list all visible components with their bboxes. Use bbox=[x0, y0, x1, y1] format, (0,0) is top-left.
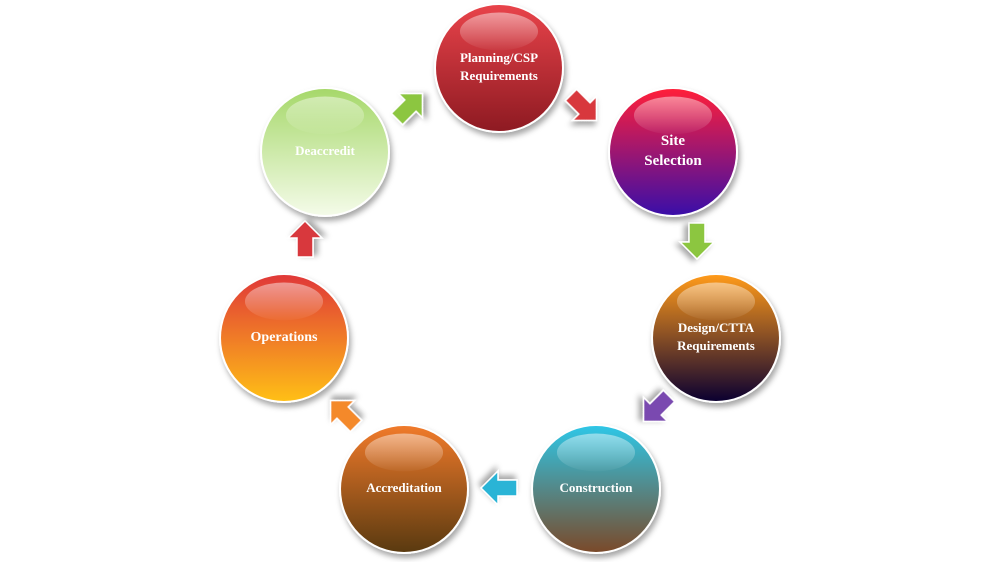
node-construction-highlight bbox=[556, 433, 636, 472]
node-design: Design/CTTA Requirements bbox=[651, 273, 781, 403]
node-accreditation-label: Accreditation bbox=[366, 480, 442, 495]
node-deaccredit-label: Deaccredit bbox=[295, 143, 355, 158]
node-design-label-line: Requirements bbox=[677, 338, 755, 353]
node-site-selection-highlight bbox=[633, 96, 713, 135]
node-operations-highlight bbox=[244, 282, 324, 321]
arrow-planning-to-site-selection bbox=[564, 88, 598, 122]
arrow-design-to-construction bbox=[642, 389, 676, 423]
node-construction: Construction bbox=[531, 424, 661, 554]
arrow-operations-to-deaccredit bbox=[286, 219, 324, 258]
node-planning-label: Planning/CSP Requirements bbox=[460, 50, 538, 83]
node-accreditation-label-line: Accreditation bbox=[366, 480, 442, 495]
node-planning-highlight bbox=[459, 12, 539, 51]
node-design-label-line: Design/CTTA bbox=[678, 320, 755, 335]
node-site-selection-label-line: Site bbox=[661, 133, 686, 149]
node-accreditation-highlight bbox=[364, 433, 444, 472]
node-deaccredit-highlight bbox=[285, 96, 365, 135]
node-deaccredit: Deaccredit bbox=[260, 87, 390, 217]
node-accreditation: Accreditation bbox=[339, 424, 469, 554]
node-planning-label-line: Planning/CSP bbox=[460, 50, 538, 65]
node-operations: Operations bbox=[219, 273, 349, 403]
node-operations-label: Operations bbox=[251, 330, 318, 345]
node-design-highlight bbox=[676, 282, 756, 321]
arrow-accreditation-to-operations bbox=[329, 399, 363, 433]
arrows-layer bbox=[286, 88, 716, 507]
node-planning-label-line: Requirements bbox=[460, 68, 538, 83]
node-operations-label-line: Operations bbox=[251, 330, 318, 345]
node-deaccredit-label-line: Deaccredit bbox=[295, 143, 355, 158]
node-site-selection-label-line: Selection bbox=[644, 154, 702, 170]
node-construction-label-line: Construction bbox=[560, 480, 634, 495]
node-construction-label: Construction bbox=[560, 480, 634, 495]
arrow-site-selection-to-design bbox=[678, 222, 716, 261]
node-planning: Planning/CSP Requirements bbox=[434, 3, 564, 133]
node-design-label: Design/CTTA Requirements bbox=[677, 320, 755, 353]
arrow-deaccredit-to-planning bbox=[390, 92, 424, 126]
arrow-construction-to-accreditation bbox=[479, 469, 518, 507]
